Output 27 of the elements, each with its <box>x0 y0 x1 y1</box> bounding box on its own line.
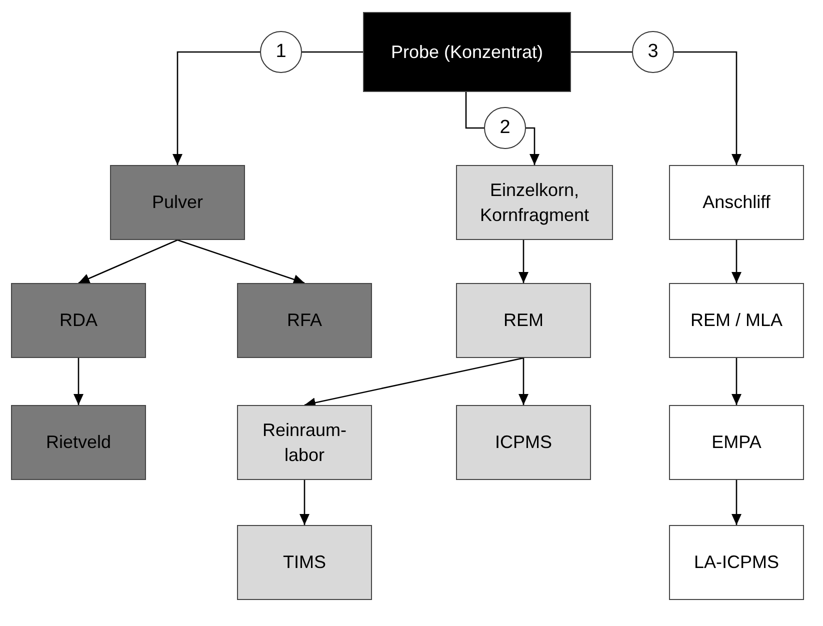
process-box: EMPA <box>669 405 804 480</box>
arrow <box>732 358 742 405</box>
process-box: LA-ICPMS <box>669 525 804 600</box>
edge-label: 1 <box>260 31 302 73</box>
process-box: Pulver <box>110 165 245 240</box>
process-box: TIMS <box>237 525 372 600</box>
arrow <box>177 239 305 284</box>
process-box: ICPMS <box>456 405 591 480</box>
process-box: Probe (Konzentrat) <box>363 12 571 92</box>
arrow <box>304 357 524 408</box>
edge-label: 2 <box>484 107 526 149</box>
arrow <box>518 358 528 405</box>
process-box: RFA <box>237 283 372 358</box>
process-box: REM / MLA <box>669 283 804 358</box>
edge-label: 3 <box>632 31 674 73</box>
process-box: REM <box>456 283 591 358</box>
arrow <box>300 480 310 525</box>
process-box: Einzelkorn, Kornfragment <box>456 165 613 240</box>
process-box: Reinraum- labor <box>237 405 372 480</box>
process-box: Anschliff <box>669 165 804 240</box>
process-box: Rietveld <box>11 405 146 480</box>
process-box: RDA <box>11 283 146 358</box>
arrow <box>78 239 178 284</box>
arrow <box>732 240 742 283</box>
arrow <box>732 480 742 525</box>
arrow <box>518 240 528 283</box>
arrow <box>74 358 84 405</box>
